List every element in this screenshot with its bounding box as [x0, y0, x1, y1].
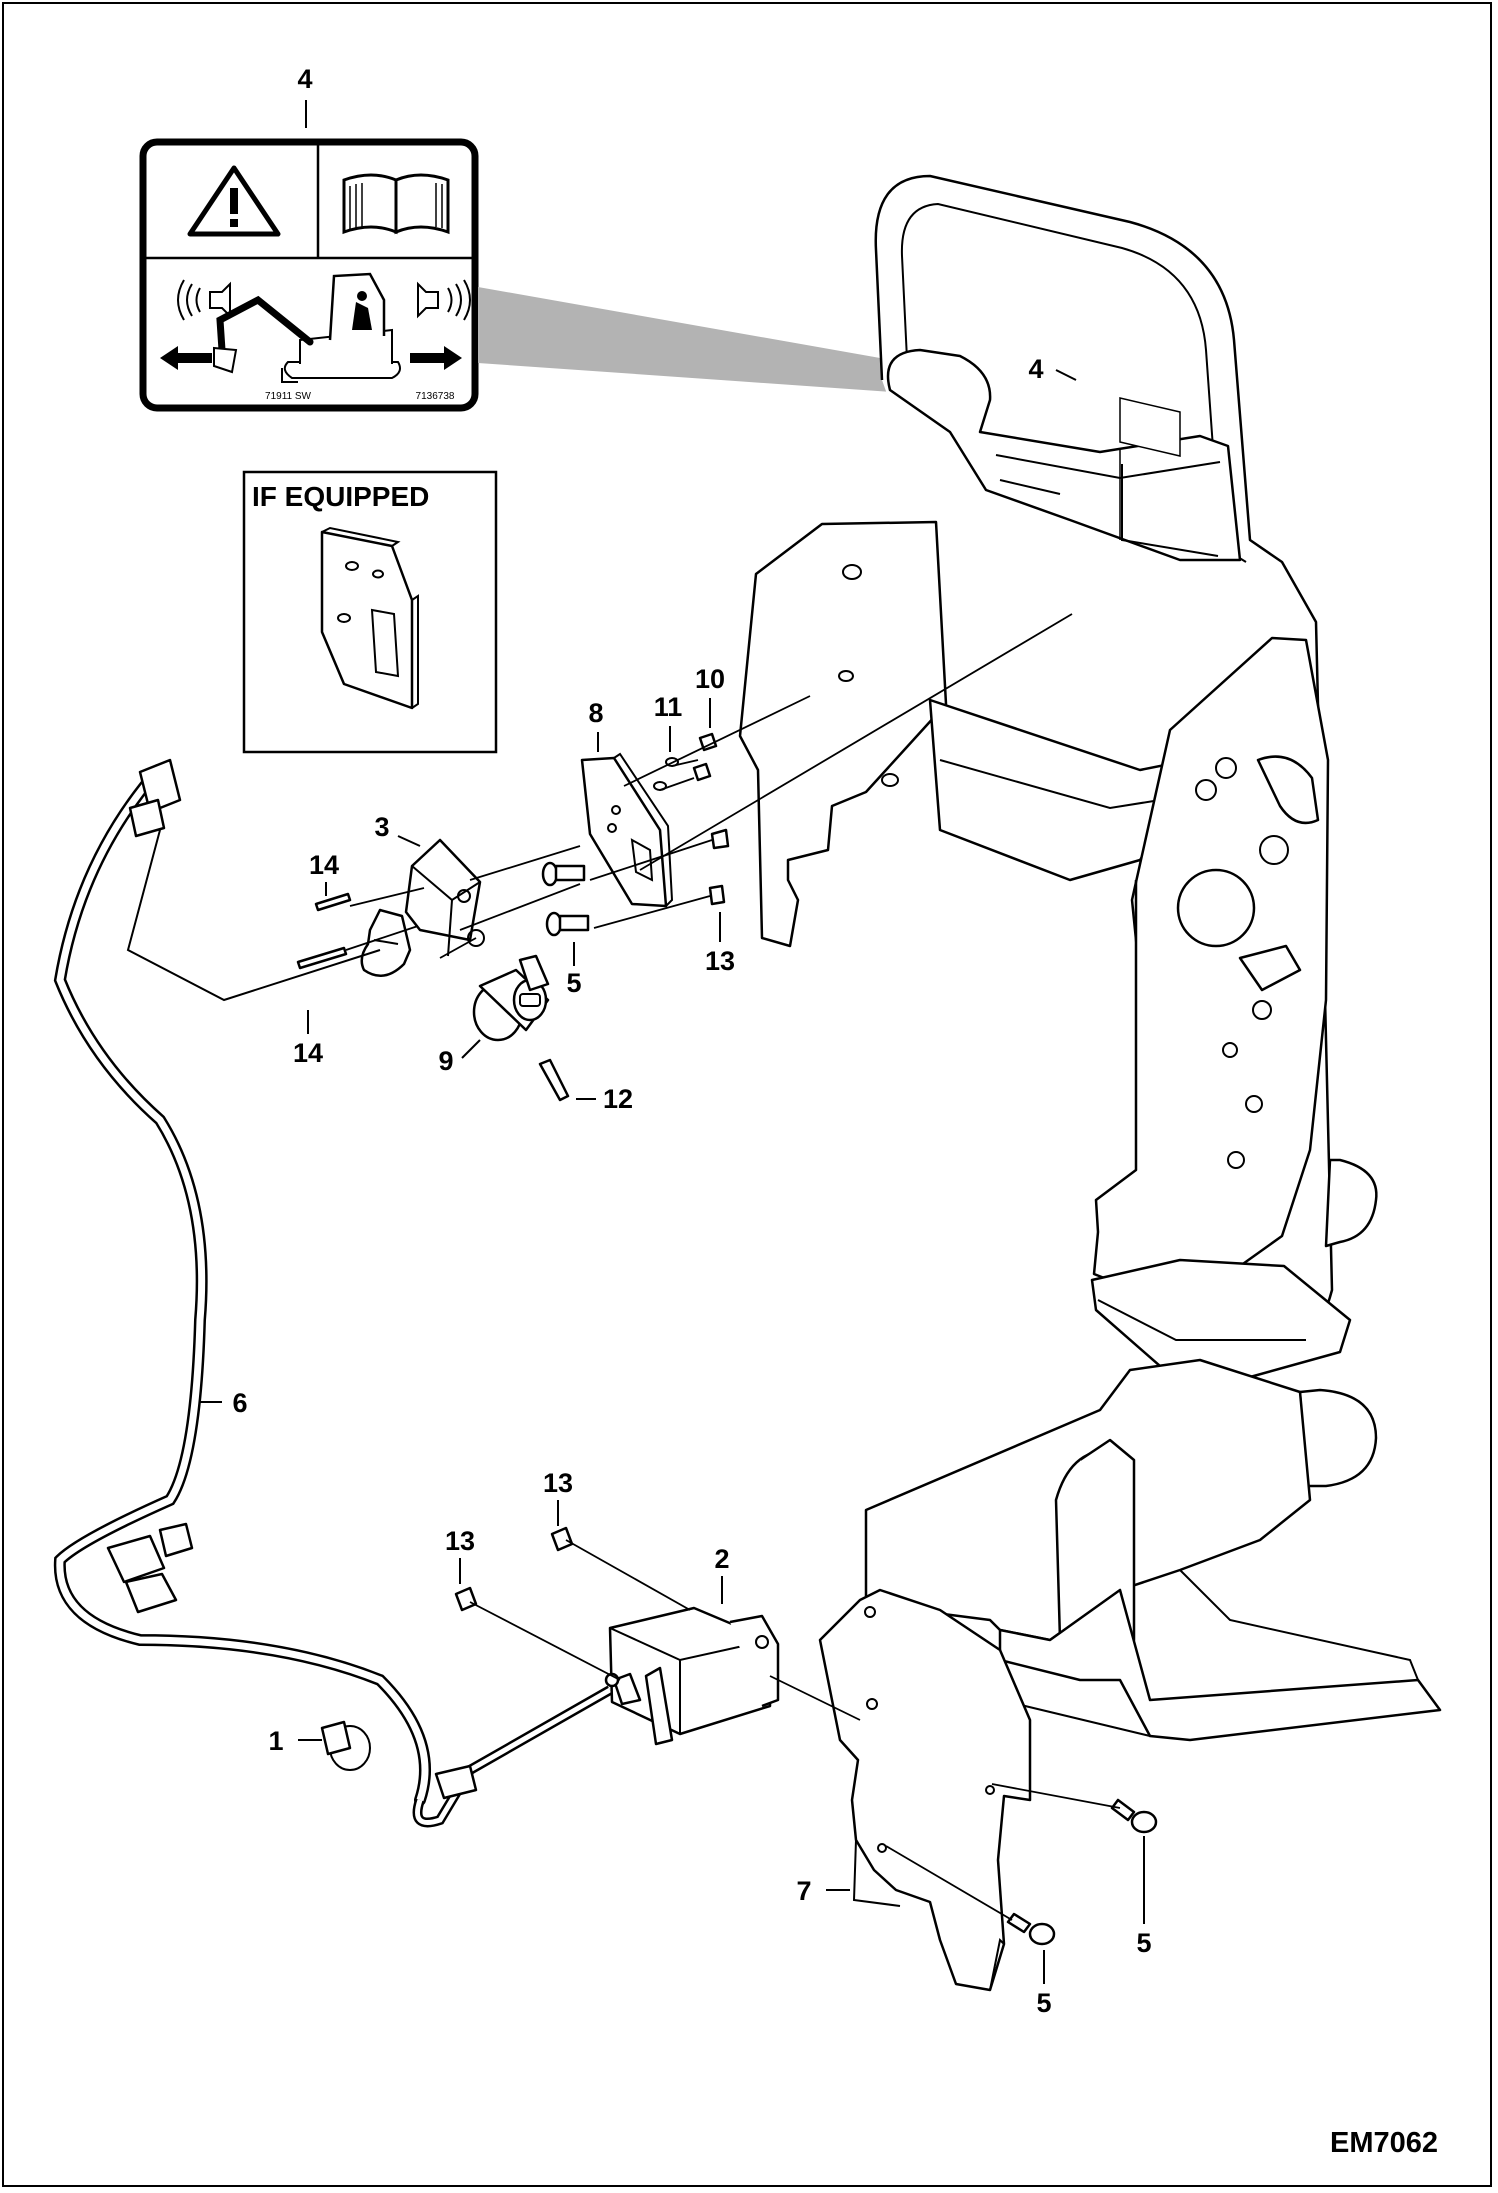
excavator-icon — [213, 272, 401, 383]
callout-14-top: 14 — [309, 850, 339, 880]
manual-book-icon — [342, 173, 450, 235]
callout-9: 9 — [438, 1046, 453, 1076]
decal-label: 71911 SW 7136738 — [139, 138, 479, 412]
callout-6: 6 — [232, 1388, 247, 1418]
bracket-7 — [818, 1588, 1032, 1992]
callout-8: 8 — [588, 698, 603, 728]
carriage-bolt-5-upper — [541, 861, 590, 937]
callout-1: 1 — [268, 1726, 283, 1756]
callout-13-upper: 13 — [705, 946, 735, 976]
callout-7: 7 — [796, 1876, 811, 1906]
callout-11: 11 — [654, 692, 683, 722]
mounting-plate — [320, 526, 419, 710]
nut-13-upper — [708, 828, 730, 906]
callout-10: 10 — [695, 664, 725, 694]
cable-tie-1 — [320, 1720, 371, 1771]
callout-12: 12 — [603, 1084, 633, 1114]
machine-frame — [738, 174, 1442, 1742]
callout-13-left: 13 — [445, 1526, 475, 1556]
callout-5-lower-right: 5 — [1136, 1928, 1151, 1958]
roll-pin-12 — [538, 1058, 570, 1102]
callout-4-decal: 4 — [297, 64, 312, 94]
callouts: 4 4 8 11 10 3 14 14 5 13 9 12 6 13 13 2 — [200, 64, 1152, 2018]
screw-14 — [296, 892, 352, 970]
lock-cylinder-9 — [472, 954, 550, 1042]
inset-title: IF EQUIPPED — [252, 481, 429, 512]
figure-id: EM7062 — [1330, 2127, 1438, 2159]
callout-3: 3 — [374, 812, 389, 842]
nut-10 — [692, 732, 718, 782]
warning-triangle-icon — [187, 165, 281, 237]
callout-13-right: 13 — [543, 1468, 573, 1498]
u-shackle — [360, 908, 412, 977]
arrow-left-icon — [160, 346, 212, 370]
decal-code-right: 7136738 — [416, 391, 455, 402]
callout-2: 2 — [714, 1544, 729, 1574]
callout-14-bottom: 14 — [293, 1038, 323, 1068]
if-equipped-inset: IF EQUIPPED — [242, 470, 498, 754]
wire-harness-6 — [53, 758, 613, 1828]
decal-code-left: 71911 SW — [265, 391, 312, 402]
arrow-right-icon — [410, 346, 462, 370]
callout-5-lower-left: 5 — [1036, 1988, 1051, 2018]
carriage-bolt-5-lower — [1006, 1798, 1158, 1946]
switch-3 — [404, 838, 485, 957]
bracket-8 — [580, 752, 674, 908]
assembly-lines — [345, 613, 1121, 1921]
callout-4-frame: 4 — [1028, 354, 1043, 384]
switch-2 — [604, 1606, 780, 1746]
callout-5-upper: 5 — [566, 968, 581, 998]
